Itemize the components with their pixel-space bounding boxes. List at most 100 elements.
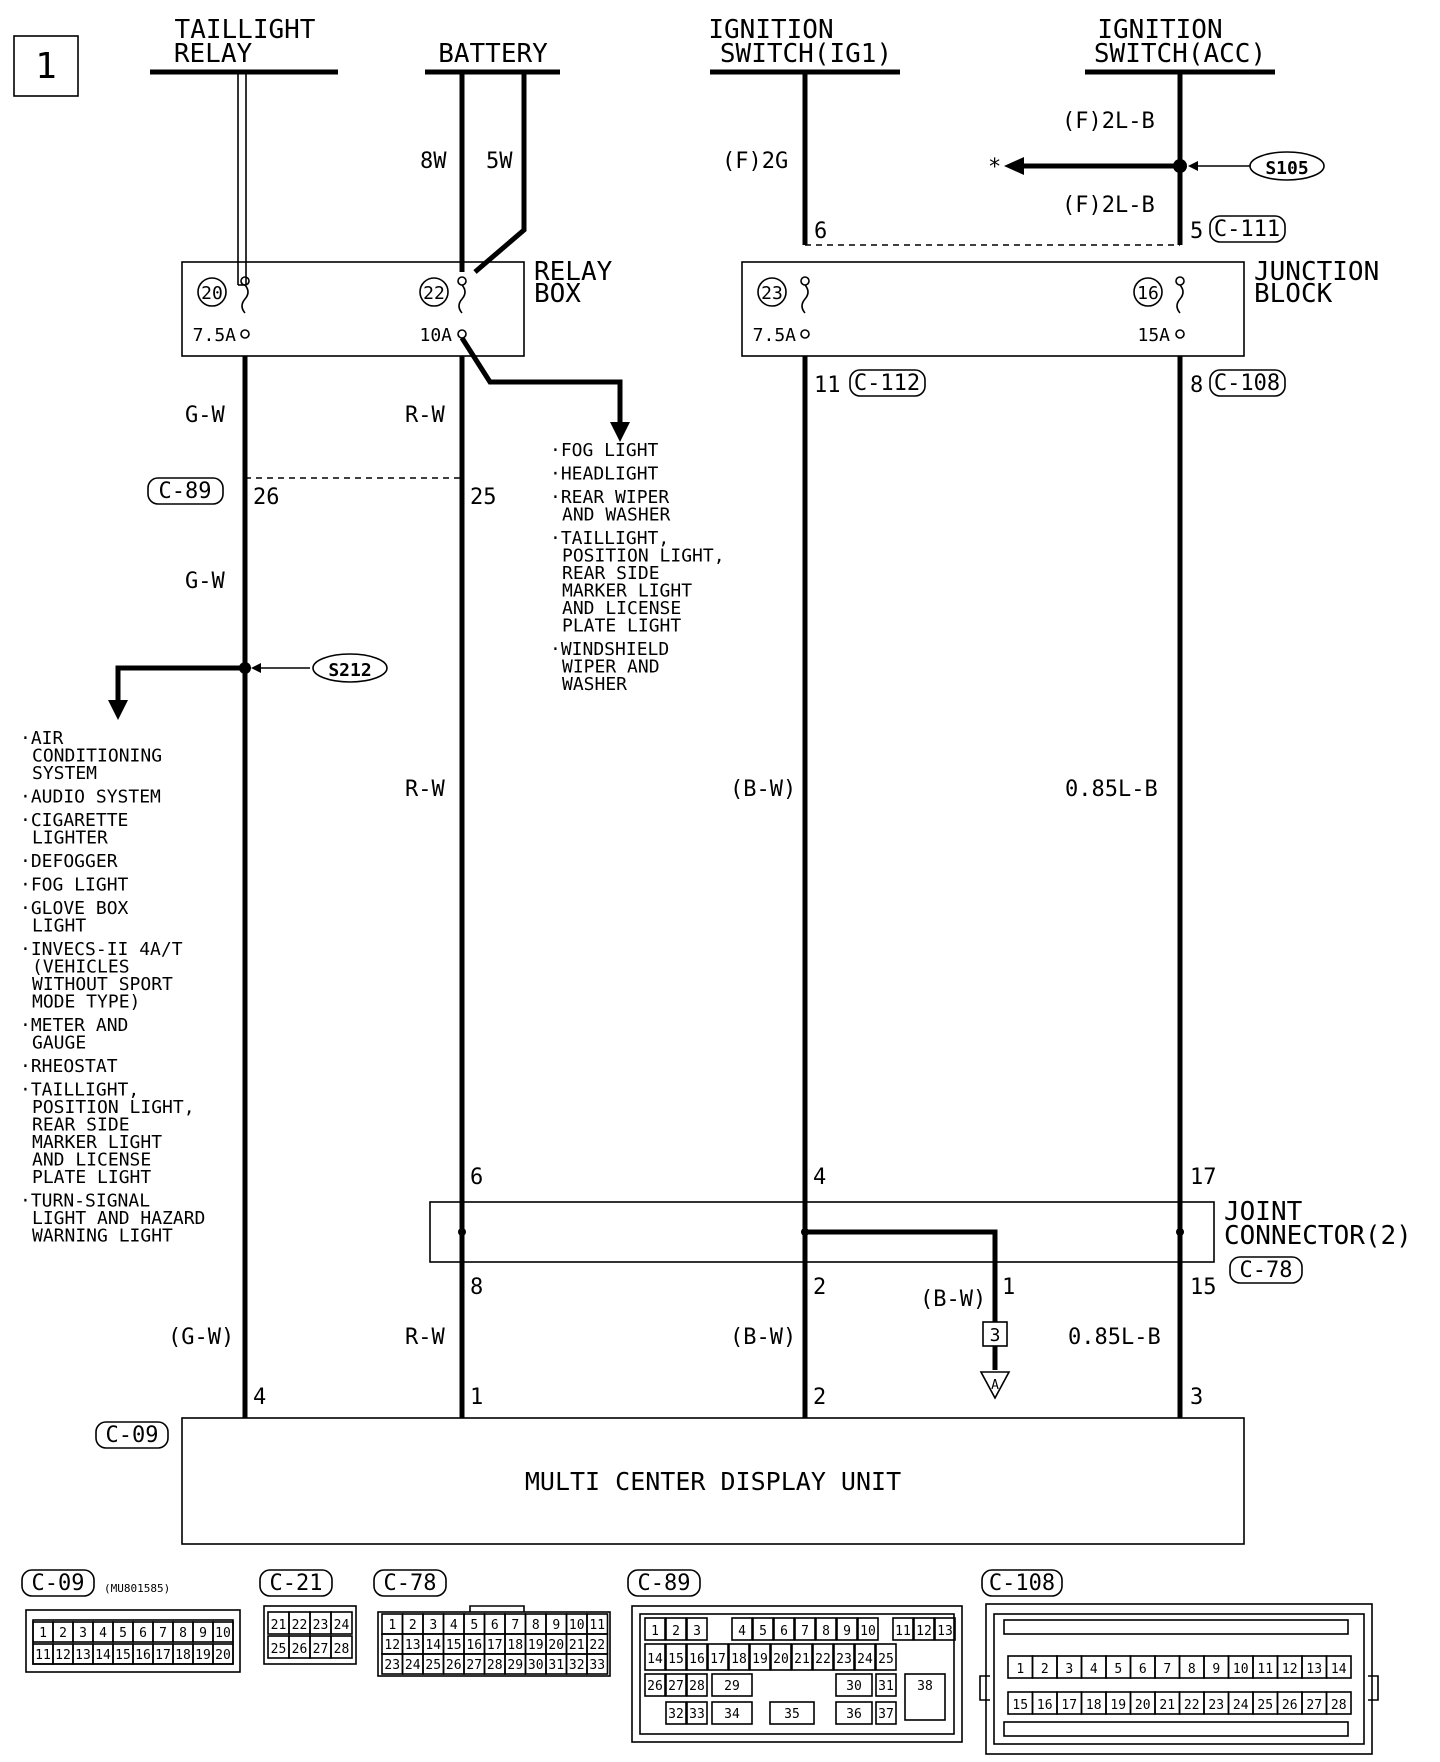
- pin-jc-tap-out: 1: [1002, 1275, 1015, 1300]
- fuse-20[interactable]: 20 7.5A: [193, 276, 250, 346]
- wire-label-gw-1: G-W: [185, 403, 225, 428]
- fuse-16[interactable]: 16 15A: [1133, 276, 1185, 346]
- connector-pin-cell: [665, 1673, 687, 1697]
- wire-label-gw-3: (G-W): [168, 1325, 234, 1350]
- connector-pin-number: 24: [857, 1652, 873, 1667]
- pin-c89-rw: 25: [470, 485, 497, 510]
- consumer-item-line: GAUGE: [32, 1033, 86, 1054]
- connector-pin-number: 15: [1012, 1698, 1028, 1713]
- joint-connector: JOINT CONNECTOR(2): [429, 1197, 1412, 1263]
- connector-pin-cell: [212, 1643, 234, 1665]
- connector-pin-cell: [212, 1621, 234, 1643]
- svg-text:TAILLIGHT: TAILLIGHT: [175, 15, 316, 45]
- connector-pin-cell: [769, 1701, 815, 1725]
- connector-pin-number: 8: [179, 1626, 187, 1641]
- connector-pin-number: 3: [79, 1626, 87, 1641]
- consumer-item-line: WIPER AND: [562, 657, 660, 678]
- connector-pin-number: 22: [589, 1638, 605, 1653]
- connector-pin-number: 1: [651, 1624, 659, 1639]
- svg-text:1: 1: [35, 46, 57, 87]
- connector-pin-number: 13: [1306, 1662, 1322, 1677]
- connector-pin-number: 12: [1282, 1662, 1298, 1677]
- connector-pin-cell: [686, 1643, 708, 1671]
- connector-pin-number: 23: [836, 1652, 852, 1667]
- connector-pin-number: 13: [75, 1648, 91, 1663]
- connector-pin-number: 23: [384, 1658, 400, 1673]
- connector-pin-number: 11: [589, 1618, 605, 1633]
- fuse-22[interactable]: 22 10A: [419, 276, 467, 346]
- consumer-item-line: AND LICENSE: [32, 1150, 151, 1171]
- connector-pin-number: 18: [1086, 1698, 1102, 1713]
- connector-ref-c111: C-111: [1209, 215, 1286, 243]
- connector-pin-number: 16: [689, 1652, 705, 1667]
- connector-pin-number: 12: [384, 1638, 400, 1653]
- svg-text:IGNITION: IGNITION: [708, 15, 833, 45]
- connector-pin-number: 4: [1090, 1662, 1098, 1677]
- connector-pin-number: 20: [773, 1652, 789, 1667]
- connector-pin-number: 2: [672, 1624, 680, 1639]
- connector-pin-number: 2: [59, 1626, 67, 1641]
- connector-pin-number: 14: [425, 1638, 441, 1653]
- connector-pin-number: 21: [794, 1652, 810, 1667]
- svg-text:BOX: BOX: [534, 279, 581, 309]
- consumer-item-line: POSITION LIGHT,: [562, 546, 725, 567]
- svg-text:JUNCTION: JUNCTION: [1254, 257, 1379, 287]
- connector-pin-number: 28: [689, 1679, 705, 1694]
- connector-pin-number: 21: [569, 1638, 585, 1653]
- pin-unit-bw: 2: [813, 1385, 826, 1410]
- connector-pin-number: 5: [759, 1624, 767, 1639]
- connector-pin-number: 17: [1061, 1698, 1077, 1713]
- connector-pin-number: 9: [1212, 1662, 1220, 1677]
- pin-jc-bw-in: 4: [813, 1165, 826, 1190]
- connector-pin-number: 33: [689, 1707, 705, 1722]
- connector-pin-cell: [644, 1673, 666, 1697]
- wire-label-lb-2: 0.85L-B: [1068, 1325, 1161, 1350]
- connector-pin-number: 8: [1188, 1662, 1196, 1677]
- page-number: 1: [13, 35, 79, 97]
- connector-pin-number: 34: [724, 1707, 740, 1722]
- connector-pin-number: 13: [937, 1624, 953, 1639]
- svg-text:23: 23: [761, 283, 783, 304]
- svg-text:C-111: C-111: [1214, 217, 1280, 242]
- connector-pin-number: 12: [916, 1624, 932, 1639]
- connector-pin-number: 19: [528, 1638, 544, 1653]
- connector-pin-number: 28: [487, 1658, 503, 1673]
- svg-text:C-108: C-108: [1214, 371, 1280, 396]
- connector-pin-number: 2: [1041, 1662, 1049, 1677]
- connector-pin-number: 33: [589, 1658, 605, 1673]
- connector-pin-number: 24: [405, 1658, 421, 1673]
- connector-pin-number: 18: [507, 1638, 523, 1653]
- svg-text:C-112: C-112: [854, 371, 920, 396]
- consumer-item-line: ·TURN-SIGNAL: [20, 1191, 150, 1212]
- connector-pin-number: 30: [528, 1658, 544, 1673]
- connector-pin-number: 11: [1257, 1662, 1273, 1677]
- fuse-23[interactable]: 23 7.5A: [753, 276, 810, 346]
- wire-label-rw-2: R-W: [405, 777, 445, 802]
- consumer-item-line: PLATE LIGHT: [562, 616, 681, 637]
- svg-text:22: 22: [423, 283, 445, 304]
- consumer-item-line: ·GLOVE BOX: [20, 898, 129, 919]
- wire-label-ig1: (F)2G: [722, 149, 788, 174]
- connector-pin-cell: [665, 1643, 687, 1671]
- connector-pin-number: 21: [1159, 1698, 1175, 1713]
- connector-pin-number: 32: [668, 1707, 684, 1722]
- off-page-connector-a[interactable]: 3 A: [979, 1321, 1011, 1400]
- connector-pin-number: 26: [292, 1642, 308, 1657]
- consumer-item-line: ·FOG LIGHT: [20, 875, 129, 896]
- multi-center-display-unit[interactable]: MULTI CENTER DISPLAY UNIT: [181, 1417, 1245, 1545]
- consumer-item-line: ·HEADLIGHT: [550, 464, 659, 485]
- connector-pin-number: 37: [878, 1707, 894, 1722]
- relay-consumer-branch: [459, 336, 623, 422]
- pin-jb-ig1-in: 6: [814, 219, 827, 244]
- connector-pin-number: 14: [95, 1648, 111, 1663]
- connector-pin-number: 1: [39, 1626, 47, 1641]
- wire-label-acc-top: (F)2L-B: [1062, 109, 1155, 134]
- junction-block: JUNCTION BLOCK: [741, 257, 1379, 357]
- wire-label-acc-bottom: (F)2L-B: [1062, 193, 1155, 218]
- svg-text:C-09: C-09: [32, 1571, 85, 1596]
- connector-pin-number: 16: [135, 1648, 151, 1663]
